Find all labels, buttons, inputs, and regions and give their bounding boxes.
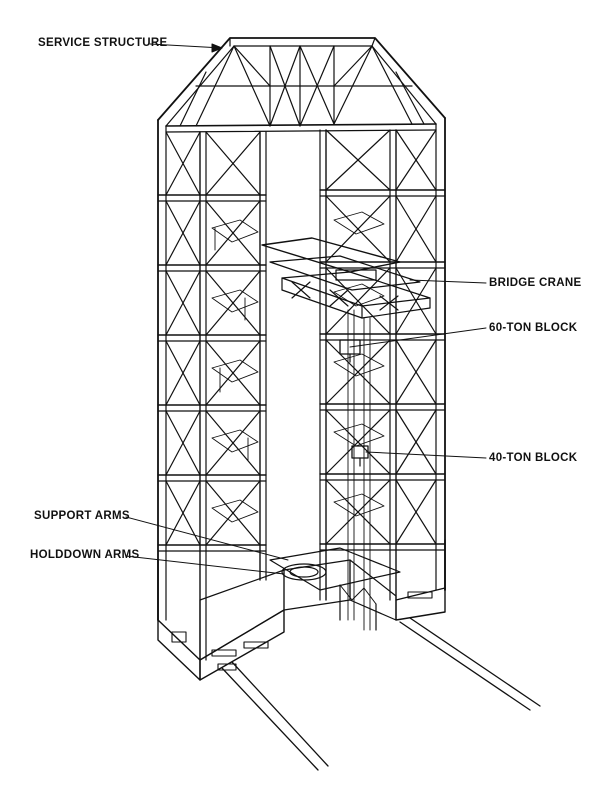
right-tower <box>320 118 445 600</box>
roof-truss <box>158 38 445 132</box>
label-40-ton-block: 40-TON BLOCK <box>489 452 578 464</box>
label-60-ton-block: 60-TON BLOCK <box>489 322 578 334</box>
launch-base <box>158 540 445 680</box>
label-support-arms: SUPPORT ARMS <box>34 510 130 522</box>
bridge-crane <box>262 238 430 318</box>
block-60-ton <box>340 340 360 362</box>
leader-lines <box>126 44 486 574</box>
left-tower <box>158 120 266 660</box>
rails <box>222 618 540 770</box>
hoist-cables <box>348 310 370 630</box>
label-bridge-crane: BRIDGE CRANE <box>489 277 582 289</box>
label-service-structure: SERVICE STRUCTURE <box>38 37 168 49</box>
label-holddown-arms: HOLDDOWN ARMS <box>30 549 140 561</box>
